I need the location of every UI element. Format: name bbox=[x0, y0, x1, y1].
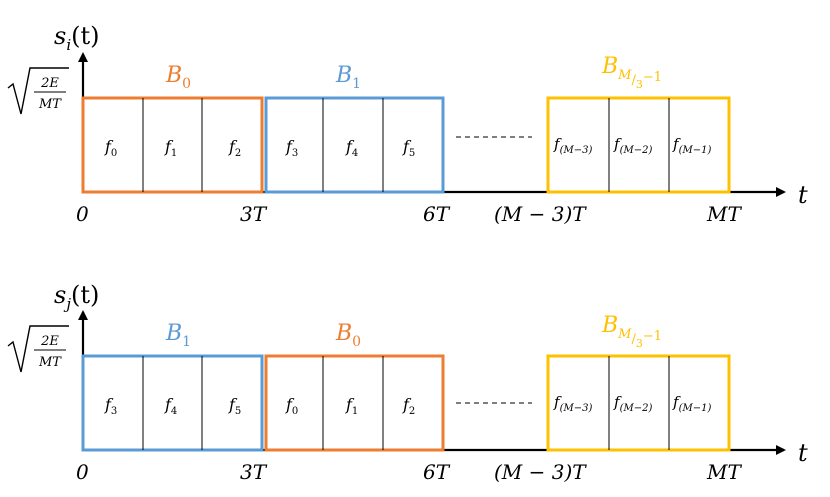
block-label-last-sj: BM/3−1 bbox=[601, 313, 662, 350]
tick-m3t-sj: (M − 3)T bbox=[494, 460, 587, 484]
tick-6t-sj: 6T bbox=[423, 460, 451, 484]
block-label-b0-si: B0 bbox=[165, 63, 191, 92]
cell-f0-si: f0 bbox=[104, 137, 117, 159]
tick-mt-sj: MT bbox=[706, 460, 742, 484]
tick-m3t-si: (M − 3)T bbox=[494, 202, 587, 226]
cell-f4-si: f4 bbox=[345, 137, 358, 159]
ylabel-sj: sj(t) bbox=[54, 281, 99, 313]
cell-f5-sj: f5 bbox=[228, 395, 241, 417]
cell-fm3-si: f(M−3) bbox=[553, 135, 592, 156]
cell-fm2-sj: f(M−2) bbox=[613, 393, 652, 414]
tick-0-si: 0 bbox=[76, 202, 89, 226]
block-last-sj bbox=[546, 354, 731, 452]
x-axis-label-si: t bbox=[798, 181, 808, 209]
cell-f0-sj: f0 bbox=[285, 395, 298, 417]
cell-fm3-sj: f(M−3) bbox=[553, 393, 592, 414]
tick-3t-si: 3T bbox=[240, 202, 268, 226]
cell-f3-sj: f3 bbox=[104, 395, 117, 417]
svg-text:MT: MT bbox=[38, 355, 62, 370]
cell-f2-si: f2 bbox=[228, 137, 241, 159]
amplitude-label-sj: 2E MT bbox=[7, 325, 69, 373]
cell-f5-si: f5 bbox=[402, 137, 415, 159]
svg-text:2E: 2E bbox=[40, 334, 59, 349]
cell-fm1-sj: f(M−1) bbox=[672, 393, 711, 414]
cell-f2-sj: f2 bbox=[402, 395, 415, 417]
cell-f4-sj: f4 bbox=[164, 395, 177, 417]
tick-3t-sj: 3T bbox=[240, 460, 268, 484]
tick-6t-si: 6T bbox=[423, 202, 451, 226]
block-b0-si bbox=[81, 96, 264, 194]
tick-0-sj: 0 bbox=[76, 460, 89, 484]
cell-f3-si: f3 bbox=[285, 137, 298, 159]
svg-text:2E: 2E bbox=[40, 76, 59, 91]
block-b1-sj bbox=[81, 354, 264, 452]
block-b0-sj bbox=[264, 354, 445, 452]
block-label-b0-sj: B0 bbox=[335, 321, 361, 350]
cell-fm2-si: f(M−2) bbox=[613, 135, 652, 156]
svg-text:MT: MT bbox=[38, 97, 62, 112]
block-b1-si bbox=[264, 96, 445, 194]
cell-f1-sj: f1 bbox=[345, 395, 358, 417]
block-label-b1-si: B1 bbox=[335, 63, 361, 92]
tick-mt-si: MT bbox=[706, 202, 742, 226]
panel-sj: sj(t) 2E MT t B1 f3 f4 f5 B0 f0 f1 f2 BM bbox=[7, 281, 808, 484]
block-label-last-si: BM/3−1 bbox=[601, 54, 662, 91]
block-last-si bbox=[546, 96, 731, 194]
amplitude-label-si: 2E MT bbox=[7, 67, 69, 115]
cell-f1-si: f1 bbox=[164, 137, 177, 159]
x-axis-label-sj: t bbox=[798, 439, 808, 467]
block-label-b1-sj: B1 bbox=[165, 321, 191, 350]
cell-fm1-si: f(M−1) bbox=[672, 135, 711, 156]
ylabel-si: si(t) bbox=[54, 22, 100, 54]
panel-si: si(t) 2E MT t B0 f0 f1 f2 B1 f3 f4 f5 bbox=[7, 22, 808, 226]
